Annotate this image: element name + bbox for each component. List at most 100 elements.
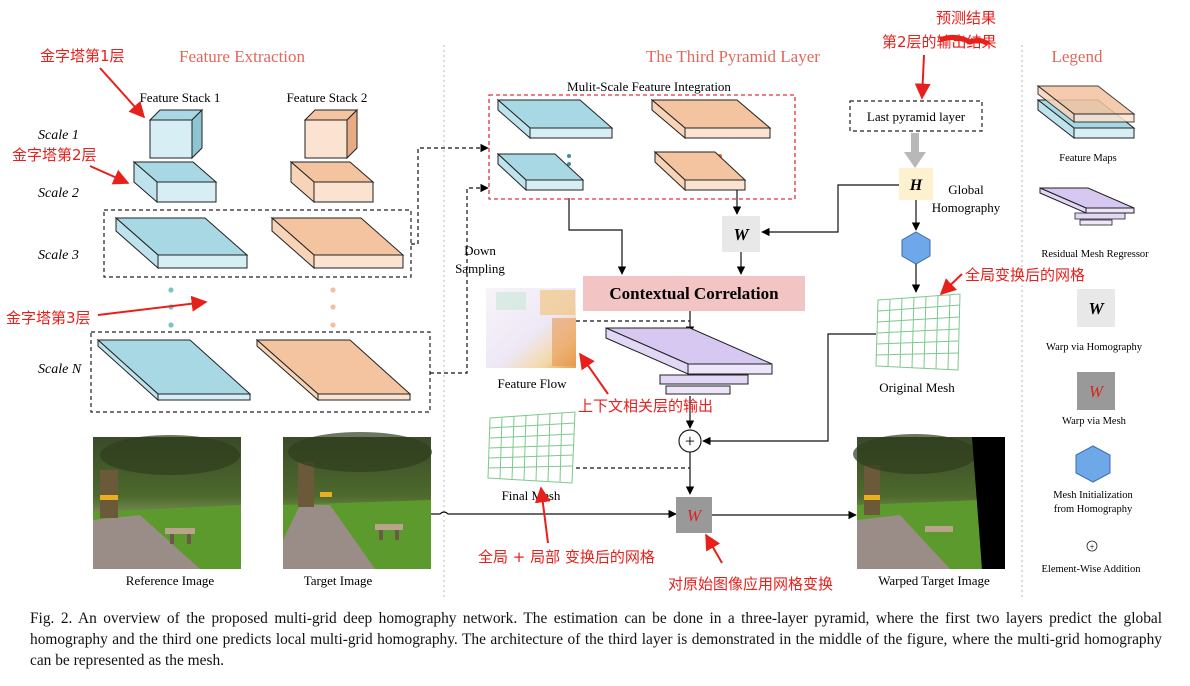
- h-to-warp-arrow: [761, 184, 899, 237]
- blue-cube-scale-1: [148, 108, 204, 160]
- label-final-mesh: Final Mesh: [502, 488, 561, 503]
- feature-flow-image: [486, 288, 576, 368]
- blue-slab-scale-2: [132, 160, 218, 204]
- warp-homography-symbol: W: [733, 225, 750, 244]
- label-global: Global: [948, 182, 984, 197]
- legend-warp-mesh-symbol: W: [1089, 382, 1105, 401]
- orange-slab-scale-n: [255, 338, 412, 402]
- legend-label-residual-mesh-regressor: Residual Mesh Regressor: [1041, 249, 1149, 260]
- contextual-correlation-box: [583, 276, 805, 311]
- scale-3-to-integration-arrow: [411, 143, 489, 245]
- header-feature-extraction: Feature Extraction: [179, 47, 306, 66]
- orange-slab-scale-3: [270, 216, 405, 270]
- annotation-arrow-global-mesh: [939, 273, 963, 296]
- header-third-pyramid-layer: The Third Pyramid Layer: [646, 47, 820, 66]
- warp-homography-box: [722, 216, 760, 252]
- annotation-arrow-layer-1: [99, 67, 146, 119]
- annotation-prediction-2: 第2层的输出结果: [882, 33, 997, 51]
- label-down: Down: [464, 243, 496, 258]
- target-image: [283, 432, 432, 569]
- integration-blue-upper-slab: [496, 98, 614, 140]
- plus-symbol: +: [685, 431, 695, 451]
- annotation-apply-mesh: 对原始图像应用网格变换: [668, 575, 833, 593]
- annotation-pyramid-layer-1: 金字塔第1层: [40, 47, 125, 65]
- annotation-arrow-prediction: [914, 54, 931, 100]
- header-legend: Legend: [1052, 47, 1103, 66]
- warped-target-image: [853, 434, 1005, 569]
- annotation-contextual-output: 上下文相关层的输出: [578, 397, 713, 415]
- legend-warp-homography-symbol: W: [1088, 299, 1105, 318]
- legend-label-mesh-init-2: from Homography: [1054, 504, 1133, 515]
- annotation-arrow-final-mesh: [534, 486, 551, 544]
- annotation-pyramid-layer-3: 金字塔第3层: [6, 309, 91, 327]
- blue-ellipsis-dots: [168, 287, 174, 328]
- label-scale-1: Scale 1: [38, 128, 79, 143]
- orange-ellipsis-dots: [330, 287, 336, 328]
- label-last-pyramid-layer: Last pyramid layer: [867, 109, 966, 124]
- scale-3-box: [103, 209, 412, 278]
- blue-slab-scale-n: [96, 338, 252, 402]
- label-scale-n: Scale N: [38, 362, 82, 377]
- contextual-correlation-label: Contextual Correlation: [609, 284, 779, 303]
- blue-slab-scale-3: [114, 216, 249, 270]
- label-warped-target-image: Warped Target Image: [878, 573, 990, 588]
- legend-residual-mesh-regressor-icon: [1039, 187, 1135, 226]
- integration-orange-lower-slab: [653, 150, 747, 192]
- reference-image: [93, 435, 241, 569]
- orange-cube-scale-1: [303, 108, 359, 160]
- blue-to-contextual-arrow: [568, 198, 627, 275]
- annotation-scribble: [939, 34, 990, 47]
- annotation-arrow-apply-mesh: [705, 533, 723, 564]
- label-feature-stack-1: Feature Stack 1: [140, 90, 221, 105]
- scale-n-downsample-arrow: [430, 183, 489, 374]
- annotation-arrow-layer-2: [89, 165, 130, 185]
- legend-hexagon-icon: [1075, 445, 1111, 483]
- label-feature-stack-2: Feature Stack 2: [287, 90, 368, 105]
- last-pyramid-layer-box: [849, 100, 983, 132]
- label-target-image: Target Image: [304, 573, 373, 588]
- orange-slab-scale-2: [289, 160, 375, 204]
- network-diagram: Feature Extraction The Third Pyramid Lay…: [6, 9, 1149, 600]
- legend-warp-homography-box: [1077, 289, 1115, 327]
- annotation-pyramid-layer-2: 金字塔第2层: [12, 146, 97, 164]
- original-mesh-to-plus-arrow: [702, 333, 876, 446]
- integration-box: [488, 94, 796, 200]
- legend-label-warp-homography: Warp via Homography: [1046, 342, 1143, 353]
- annotation-global-mesh: 全局变换后的网格: [965, 266, 1085, 284]
- legend-plus-symbol: +: [1089, 542, 1094, 552]
- warp-mesh-box: [676, 497, 712, 533]
- integration-orange-upper-slab: [650, 98, 772, 140]
- label-sampling: Sampling: [455, 261, 505, 276]
- annotation-arrow-layer-3: [97, 295, 208, 316]
- annotation-prediction-1: 预测结果: [936, 9, 996, 27]
- warp-mesh-symbol: W: [687, 506, 703, 525]
- original-mesh: [875, 293, 961, 371]
- legend-plus-icon: [1086, 540, 1098, 552]
- label-homography: Homography: [932, 200, 1001, 215]
- residual-mesh-regressor: [605, 327, 773, 395]
- legend-label-elementwise-addition: Element-Wise Addition: [1041, 564, 1141, 575]
- label-feature-flow: Feature Flow: [498, 376, 568, 391]
- h-symbol: H: [909, 177, 923, 194]
- scale-n-box: [90, 331, 431, 413]
- label-scale-3: Scale 3: [38, 248, 79, 263]
- pyramid-to-h-arrow: [904, 133, 926, 168]
- figure-caption: Fig. 2. An overview of the proposed mult…: [30, 610, 1162, 669]
- integration-blue-lower-slab: [496, 152, 585, 192]
- mesh-initialization-hexagon: [901, 231, 931, 265]
- label-original-mesh: Original Mesh: [879, 380, 955, 395]
- annotation-arrow-contextual: [579, 352, 609, 395]
- label-multi-scale-integration: Mulit-Scale Feature Integration: [567, 79, 731, 94]
- label-scale-2: Scale 2: [38, 186, 79, 201]
- label-reference-image: Reference Image: [126, 573, 215, 588]
- h-box: [899, 168, 933, 200]
- legend-feature-maps-icon: [1036, 84, 1136, 140]
- legend-label-feature-maps: Feature Maps: [1059, 153, 1116, 164]
- annotation-global-local-mesh: 全局 + 局部 变换后的网格: [478, 548, 655, 566]
- final-mesh: [487, 411, 576, 484]
- legend-label-mesh-init-1: Mesh Initialization: [1053, 490, 1133, 501]
- legend-warp-mesh-box: [1077, 372, 1115, 410]
- legend-label-warp-mesh: Warp via Mesh: [1062, 416, 1127, 427]
- target-to-warp-arrow: [431, 509, 677, 519]
